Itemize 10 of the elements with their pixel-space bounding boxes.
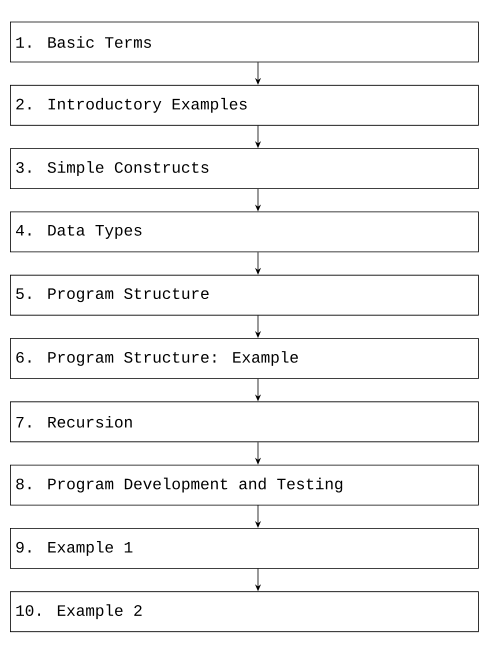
step-box: 7. Recursion <box>10 401 479 442</box>
step-box: 4. Data Types <box>10 212 479 252</box>
step-box: 5. Program Structure <box>10 274 479 316</box>
step-box: 1. Basic Terms <box>10 22 479 62</box>
step-box: 8. Program Development and Testing <box>10 464 479 506</box>
step-box: 2. Introductory Examples <box>10 84 479 126</box>
step-box: 9. Example 1 <box>10 528 479 569</box>
step-box: 6. Program Structure: Example <box>10 338 479 379</box>
step-box: 3. Simple Constructs <box>10 148 479 189</box>
step-box: 10. Example 2 <box>10 591 479 632</box>
